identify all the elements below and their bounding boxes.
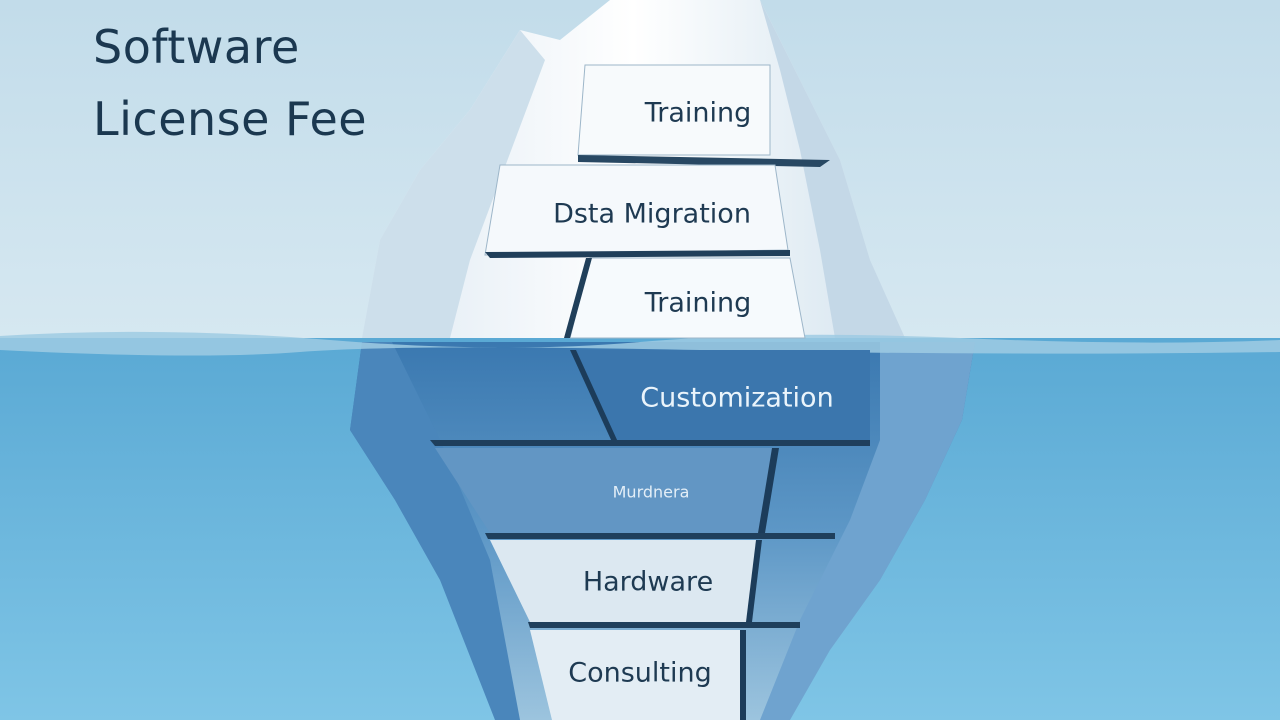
slab-training-top-edge	[578, 155, 830, 167]
title-line-2: License Fee	[93, 92, 368, 146]
label-consulting: Consulting	[568, 657, 712, 689]
slab-customization-divider	[570, 350, 618, 442]
label-training-mid: Training	[644, 287, 752, 319]
underwater-left-facet	[350, 342, 520, 720]
label-data-migration: Dsta Migration	[553, 198, 751, 230]
slab-murdnera-divider	[758, 448, 779, 533]
slab-customization-edge	[430, 440, 870, 446]
slab-training-top	[577, 64, 771, 156]
slab-data-migration	[484, 164, 789, 256]
slab-hardware-divider	[746, 540, 762, 622]
slab-hardware	[490, 540, 758, 622]
slab-consulting	[530, 630, 742, 720]
slab-murdnera	[435, 448, 775, 533]
slab-murdnera-edge	[485, 533, 835, 539]
slab-customization	[575, 350, 870, 440]
waterline	[0, 331, 1280, 356]
iceberg-left-shadow	[362, 30, 545, 338]
slab-training-mid-divider	[564, 258, 592, 338]
slab-hardware-edge	[528, 622, 800, 628]
label-training-top: Training	[644, 97, 752, 129]
label-customization: Customization	[640, 382, 834, 414]
underwater-right-facet	[760, 342, 975, 720]
slab-consulting-divider	[740, 630, 746, 720]
label-murdnera: Murdnera	[612, 482, 690, 502]
slab-data-migration-edge	[485, 250, 790, 258]
iceberg-right-shadow	[760, 0, 905, 338]
title-line-1: Software	[93, 20, 300, 74]
label-hardware: Hardware	[582, 566, 714, 598]
